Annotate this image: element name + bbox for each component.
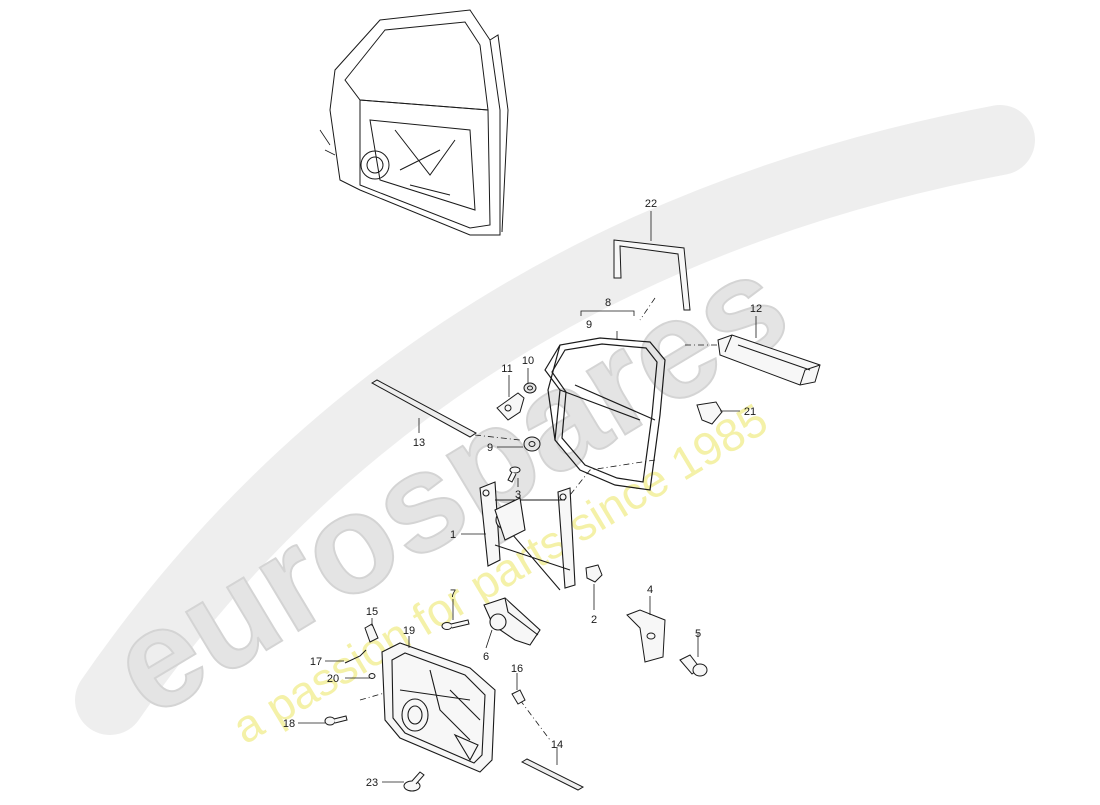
callout-16: 16 [511,663,523,675]
callout-2: 2 [591,614,597,626]
callout-15: 15 [366,606,378,618]
part-17-wire [344,649,367,664]
leader-lines [298,211,757,783]
callout-22: 22 [645,198,657,210]
part-13-trim-strip [370,379,477,438]
callout-3: 3 [515,489,521,501]
part-19-door-module [381,642,496,773]
part-21-clip [696,401,723,425]
part-3-screw [507,466,521,483]
part-7-bolt [441,619,470,630]
callout-5: 5 [695,628,701,640]
callout-14: 14 [551,739,563,751]
part-5-bolt [679,654,708,677]
callout-10: 10 [522,355,534,367]
callout-17: 17 [310,656,322,668]
callout-19: 19 [403,625,415,637]
part-6-window-motor [483,597,541,646]
part-1-window-regulator [479,481,576,591]
callout-23: 23 [366,777,378,789]
part-12-guide-rail [717,334,821,386]
part-20-rivet [368,673,376,679]
part-8-door-frame [544,337,666,491]
part-14-seal-strip [520,758,585,791]
callout-9-upper: 9 [586,319,592,331]
callout-13: 13 [413,437,425,449]
part-18-bolt [324,715,348,726]
part-16-screw [511,689,526,705]
part-10-bushing [523,382,537,394]
part-23-push-rivet [403,771,425,792]
callout-12: 12 [750,303,762,315]
callout-9-lower: 9 [487,442,493,454]
callout-8: 8 [605,297,611,309]
callout-20: 20 [327,673,339,685]
part-9-grommet [523,436,541,452]
callout-1: 1 [450,529,456,541]
part-11-bracket [496,392,525,421]
watermark-swoosh [75,105,1035,735]
door-overview-illustration [319,9,509,236]
callout-labels: 22 8 9 12 10 11 13 9 21 3 1 2 4 5 7 6 15… [283,198,762,789]
part-2-clip [585,564,603,583]
part-22-window-channel [613,239,691,311]
callout-21: 21 [744,406,756,418]
callout-18: 18 [283,718,295,730]
watermark: eurospares a passion for parts since 198… [75,105,1035,754]
part-4-bracket [626,609,666,663]
callout-11: 11 [501,363,512,375]
callout-4: 4 [647,584,653,596]
callout-6: 6 [483,651,489,663]
callout-7: 7 [450,588,456,600]
part-15-clip [364,623,379,643]
